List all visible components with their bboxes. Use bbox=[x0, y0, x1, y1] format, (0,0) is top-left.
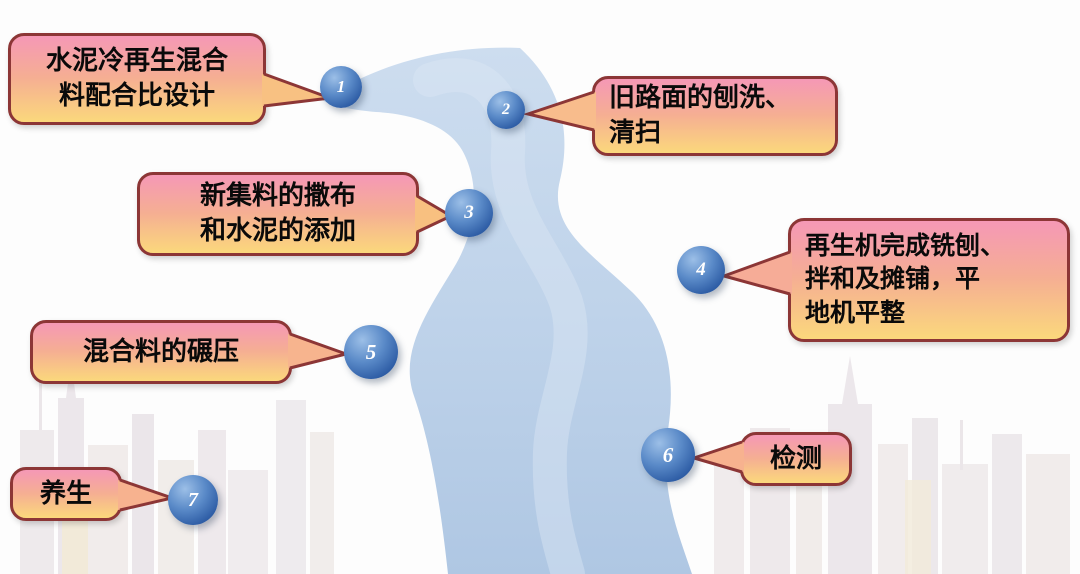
callout-step-7-label: 养生 bbox=[39, 478, 92, 508]
callout-step-5: 混合料的碾压 bbox=[30, 320, 292, 384]
step-circle-1: 1 bbox=[320, 66, 362, 108]
callout-tail-7 bbox=[118, 478, 178, 512]
callout-step-4-label: 再生机完成铣刨、 拌和及摊铺，平 地机平整 bbox=[805, 232, 1006, 327]
step-circle-4: 4 bbox=[677, 246, 725, 294]
callout-step-5-label: 混合料的碾压 bbox=[82, 336, 239, 366]
step-number-3: 3 bbox=[464, 202, 474, 223]
step-circle-5: 5 bbox=[344, 325, 398, 379]
step-circle-2: 2 bbox=[487, 91, 525, 129]
step-number-5: 5 bbox=[365, 339, 377, 364]
callout-step-6: 检测 bbox=[740, 432, 852, 486]
callout-step-2: 旧路面的刨洗、 清扫 bbox=[592, 76, 838, 156]
skyline-left bbox=[20, 360, 334, 574]
callout-tail-6 bbox=[688, 440, 744, 474]
step-number-1: 1 bbox=[336, 77, 346, 96]
callout-tail-5 bbox=[288, 332, 352, 370]
callout-step-4: 再生机完成铣刨、 拌和及摊铺，平 地机平整 bbox=[788, 218, 1070, 342]
callout-step-3-label: 新集料的撒布 和水泥的添加 bbox=[199, 181, 356, 245]
step-number-6: 6 bbox=[662, 442, 674, 467]
callout-step-6-label: 检测 bbox=[769, 443, 822, 473]
callout-tail-2 bbox=[522, 90, 596, 132]
road-surface bbox=[322, 47, 692, 574]
callout-step-1-label: 水泥冷再生混合 料配合比设计 bbox=[45, 46, 228, 110]
step-circle-7: 7 bbox=[168, 475, 218, 525]
step-circle-6: 6 bbox=[641, 428, 695, 482]
step-number-2: 2 bbox=[502, 101, 510, 118]
callout-step-3: 新集料的撒布 和水泥的添加 bbox=[137, 172, 419, 256]
callout-step-1: 水泥冷再生混合 料配合比设计 bbox=[8, 33, 266, 125]
callout-tail-4 bbox=[719, 250, 792, 296]
step-circle-3: 3 bbox=[445, 189, 493, 237]
callout-step-7: 养生 bbox=[10, 467, 122, 521]
skyline-right bbox=[714, 356, 1070, 574]
step-number-7: 7 bbox=[188, 488, 198, 511]
callout-step-2-label: 旧路面的刨洗、 清扫 bbox=[609, 83, 792, 147]
step-number-4: 4 bbox=[696, 259, 706, 280]
